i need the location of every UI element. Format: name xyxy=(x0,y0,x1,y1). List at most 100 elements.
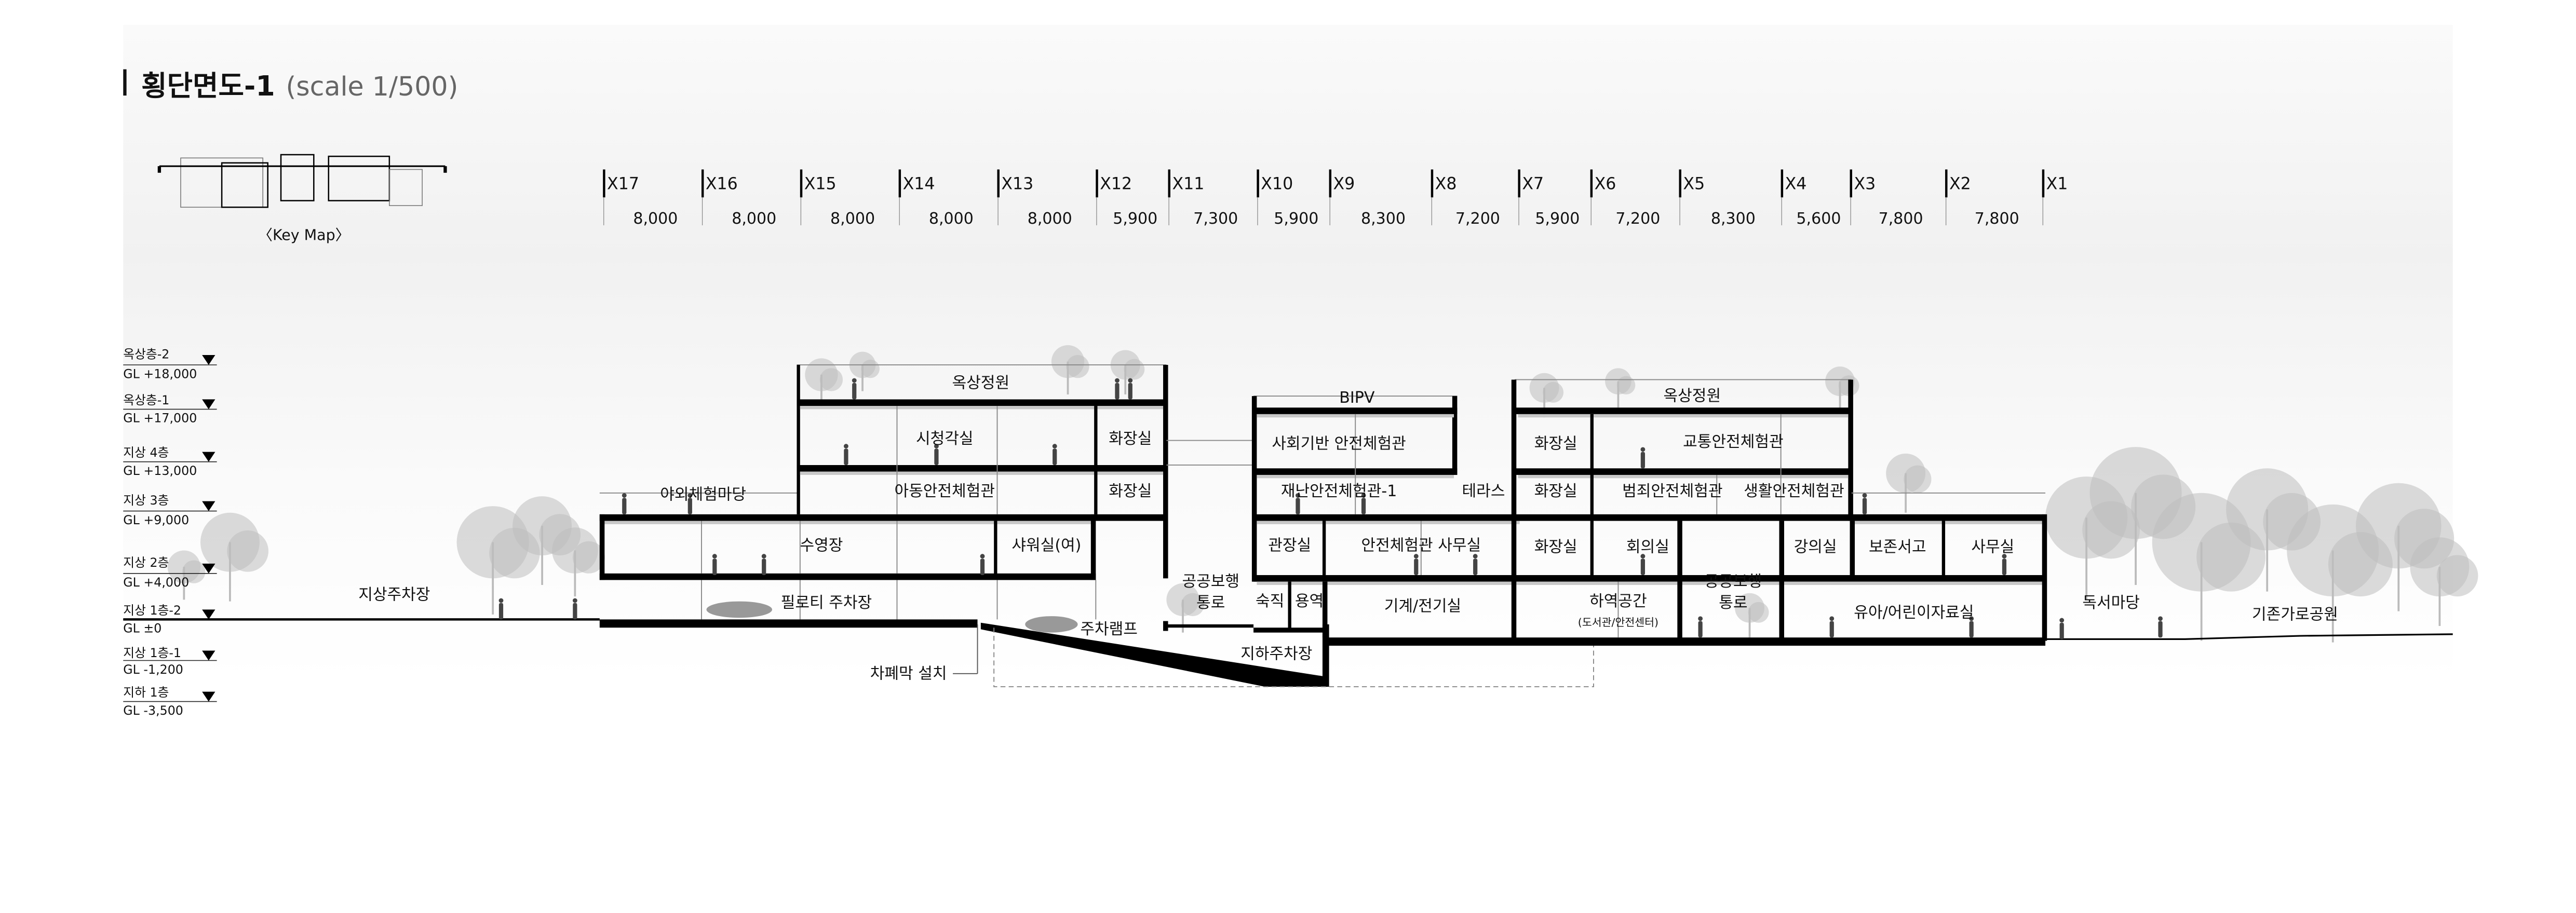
level-name: 지상 2층 xyxy=(123,555,169,570)
middle-block xyxy=(1251,396,2046,646)
level-name: 지상 4층 xyxy=(123,445,169,460)
tree-icon xyxy=(182,560,206,583)
grid-axis-label: X13 xyxy=(1001,174,1033,193)
label-service: 용역 xyxy=(1295,592,1324,610)
person-head xyxy=(1361,493,1366,498)
label-street-park: 기존가로공원 xyxy=(2252,605,2338,623)
level-name: 지상 3층 xyxy=(123,493,169,508)
person-head xyxy=(1473,554,1478,559)
level-elevation: GL +13,000 xyxy=(123,464,197,478)
person-head xyxy=(1698,616,1703,621)
label-toilet-e4: 화장실 xyxy=(1534,434,1577,453)
grid-span-dimension: 8,000 xyxy=(1028,210,1072,228)
person-icon xyxy=(1115,383,1120,400)
grid-axis-label: X14 xyxy=(903,174,935,193)
level-triangle-icon xyxy=(202,563,215,574)
level-name: 옥상층-2 xyxy=(123,347,169,361)
tree-icon xyxy=(861,359,880,378)
grid-span-dimension: 8,000 xyxy=(732,210,776,228)
person-icon xyxy=(1862,498,1867,514)
person-icon xyxy=(2059,622,2064,639)
grid-tick xyxy=(1257,169,1259,198)
person-icon xyxy=(844,448,848,465)
grid-axis-label: X3 xyxy=(1854,174,1876,193)
label-public-walk-1a: 공공보행 xyxy=(1182,573,1240,591)
grid-axis-label: X11 xyxy=(1172,174,1204,193)
label-crime-safety: 범죄안전체험관 xyxy=(1622,482,1723,500)
person-icon xyxy=(1640,558,1646,575)
person-icon xyxy=(1698,621,1703,638)
key-map-caption: 〈Key Map〉 xyxy=(258,227,350,244)
grid-tick xyxy=(1590,169,1593,198)
grid-tick xyxy=(997,169,1000,198)
people-silhouettes xyxy=(498,378,2163,639)
grid-span-dimension: 8,300 xyxy=(1361,210,1406,228)
car-icon xyxy=(706,601,773,618)
label-toilet-w4: 화장실 xyxy=(1109,430,1152,448)
label-bipv: BIPV xyxy=(1339,389,1375,407)
tree-icon xyxy=(572,541,605,574)
person-head xyxy=(2002,554,2007,559)
label-piloti-parking: 필로티 주차장 xyxy=(781,594,872,612)
grid-axis-label: X6 xyxy=(1595,174,1616,193)
person-head xyxy=(1862,493,1867,498)
grid-tick xyxy=(1945,169,1948,198)
label-car-ramp: 주차램프 xyxy=(1080,620,1138,638)
person-head xyxy=(1969,616,1974,621)
level-name: 지상 1층-1 xyxy=(123,646,181,660)
person-icon xyxy=(1640,452,1646,469)
person-icon xyxy=(1473,558,1478,575)
grid-axis-label: X2 xyxy=(1949,174,1971,193)
label-loading-sub: (도서관/안전센터) xyxy=(1578,616,1658,629)
label-pool: 수영장 xyxy=(800,537,843,555)
person-icon xyxy=(2002,558,2007,575)
person-head xyxy=(1413,554,1419,559)
grid-span-dimension: 7,200 xyxy=(1615,210,1660,228)
tree-icon xyxy=(1181,593,1205,617)
label-night-duty: 숙직 xyxy=(1256,592,1284,610)
label-screen-install: 차폐막 설치 xyxy=(870,664,947,683)
label-terrace: 테라스 xyxy=(1462,482,1505,500)
person-icon xyxy=(852,383,857,400)
tree-icon xyxy=(819,368,843,391)
label-roof-garden-east: 옥상정원 xyxy=(1664,387,1721,405)
grid-span-dimension: 5,900 xyxy=(1274,210,1318,228)
grid-tick xyxy=(800,169,803,198)
person-head xyxy=(980,554,985,559)
label-toilet-w3: 화장실 xyxy=(1109,482,1152,500)
level-elevation: GL -1,200 xyxy=(123,662,183,677)
person-icon xyxy=(980,558,985,575)
person-icon xyxy=(934,448,939,465)
grid-tick xyxy=(1518,169,1520,198)
west-block xyxy=(599,364,1254,633)
label-safety-office: 안전체험관 사무실 xyxy=(1361,537,1481,555)
tree-icon xyxy=(1543,381,1564,403)
person-head xyxy=(498,598,504,603)
grid-span-dimension: 5,600 xyxy=(1796,210,1841,228)
label-reading-yard: 독서마당 xyxy=(2082,594,2140,612)
label-shower-f: 샤워실(여) xyxy=(1011,537,1081,555)
label-infra-safety: 사회기반 안전체험관 xyxy=(1272,434,1406,453)
level-triangle-icon xyxy=(202,609,215,620)
label-ground-parking: 지상주차장 xyxy=(358,585,430,604)
grid-tick xyxy=(1850,169,1852,198)
person-head xyxy=(852,378,857,383)
label-traffic-safety: 교통안전체험관 xyxy=(1683,433,1784,451)
grid-axis-label: X5 xyxy=(1683,174,1705,193)
grid-tick xyxy=(701,169,704,198)
person-head xyxy=(843,444,848,449)
person-icon xyxy=(573,603,577,620)
grid-tick xyxy=(1679,169,1681,198)
tree-icon xyxy=(1124,359,1145,380)
grid-axis-label: X17 xyxy=(607,174,639,193)
grid-axis-label: X8 xyxy=(1435,174,1457,193)
person-head xyxy=(1829,616,1835,621)
person-icon xyxy=(622,498,627,514)
room-labels: 옥상정원 시청각실 화장실 아동안전체험관 화장실 야외체험마당 수영장 샤워실… xyxy=(358,374,2338,683)
grid-tick xyxy=(1096,169,1098,198)
person-head xyxy=(934,444,939,449)
person-icon xyxy=(1296,498,1300,514)
east-block xyxy=(1511,379,2047,641)
grid-span-dimension: 7,300 xyxy=(1193,210,1238,228)
person-icon xyxy=(1128,383,1132,400)
